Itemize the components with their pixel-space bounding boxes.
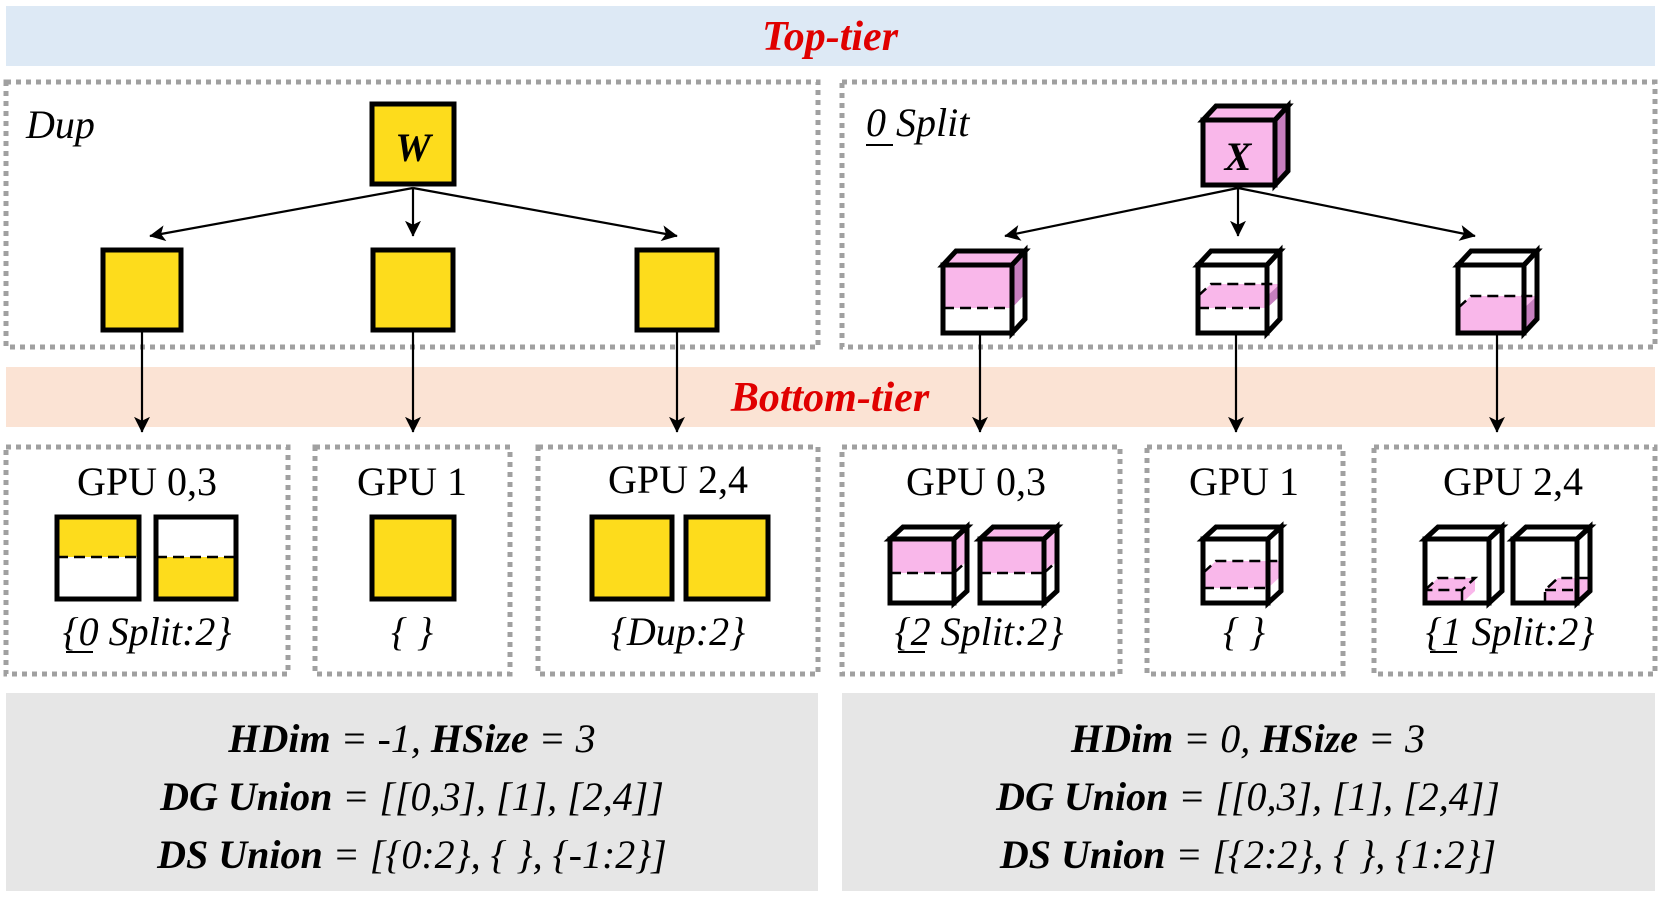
gpu-label-right-1: GPU 1 (1189, 459, 1299, 504)
gpu-group-right-0 (839, 444, 1123, 677)
gpu-label-left-2: GPU 2,4 (608, 457, 748, 502)
arrow-x-to-shard-2 (1237, 186, 1476, 241)
top-tier-band (6, 6, 1655, 66)
split-panel (839, 79, 1658, 350)
annotation-left-0: {0 Split:2} (63, 609, 232, 654)
split-shard-0 (937, 244, 1031, 340)
gpu-group-left-1 (312, 444, 513, 677)
tensor-w (369, 101, 457, 187)
left-0-device-b (153, 514, 239, 602)
right-0-device-b (973, 521, 1064, 609)
gpu-group-right-2 (1371, 444, 1658, 677)
gpu-group-right-1 (1144, 444, 1346, 677)
right-summary-line-3: DS Union = [{2:2}, { }, {1:2}] (999, 832, 1496, 877)
right-0-device-a (883, 521, 974, 609)
tensor-x (1197, 99, 1294, 192)
right-1-device (1196, 521, 1288, 609)
gpu-label-right-0: GPU 0,3 (906, 459, 1046, 504)
arrow-x-to-shard-0 (1004, 186, 1239, 241)
arrow-w-to-replica-2 (412, 186, 678, 242)
left-2-device-b (683, 514, 771, 602)
left-0-device-a (54, 514, 142, 602)
tensor-w-label: W (395, 125, 433, 170)
left-summary-box (6, 693, 818, 891)
gpu-group-left-0 (3, 444, 291, 677)
gpu-label-left-1: GPU 1 (357, 459, 467, 504)
bottom-tier-label: Bottom-tier (730, 375, 930, 421)
top-tier-label: Top-tier (762, 14, 899, 60)
annotation-left-2: {Dup:2} (611, 609, 745, 654)
gpu-group-left-2 (535, 444, 821, 677)
right-summary-box (842, 693, 1655, 891)
gpu-label-left-0: GPU 0,3 (77, 459, 217, 504)
tensor-x-label: X (1223, 134, 1253, 179)
dup-replica-1 (370, 247, 456, 333)
annotation-right-0: {2 Split:2} (895, 609, 1064, 654)
right-summary-line-1: HDim = 0, HSize = 3 (1070, 716, 1425, 761)
left-1-device (369, 514, 457, 602)
dup-replica-0 (100, 247, 184, 333)
left-summary-line-3: DS Union = [{0:2}, { }, {-1:2}] (156, 832, 667, 877)
split-dim-digit: 0 Split (866, 100, 970, 145)
left-summary-line-1: HDim = -1, HSize = 3 (227, 716, 595, 761)
annotation-right-1: { } (1223, 609, 1265, 654)
right-2-device-b (1506, 521, 1597, 609)
arrow-w-to-replica-0 (149, 186, 414, 242)
annotation-right-2: {1 Split:2} (1426, 609, 1595, 654)
bottom-tier-band (6, 367, 1655, 427)
dup-panel-title: Dup (25, 102, 95, 147)
gpu-label-right-2: GPU 2,4 (1443, 459, 1583, 504)
left-summary-line-2: DG Union = [[0,3], [1], [2,4]] (159, 774, 664, 819)
annotation-left-1: { } (391, 609, 433, 654)
split-shard-2 (1452, 244, 1543, 340)
left-2-device-a (589, 514, 675, 602)
dup-replica-2 (634, 247, 720, 333)
split-shard-1 (1192, 244, 1286, 340)
right-2-device-a (1418, 521, 1509, 609)
right-summary-line-2: DG Union = [[0,3], [1], [2,4]] (995, 774, 1500, 819)
split-panel-title: 0 Split (866, 100, 970, 145)
